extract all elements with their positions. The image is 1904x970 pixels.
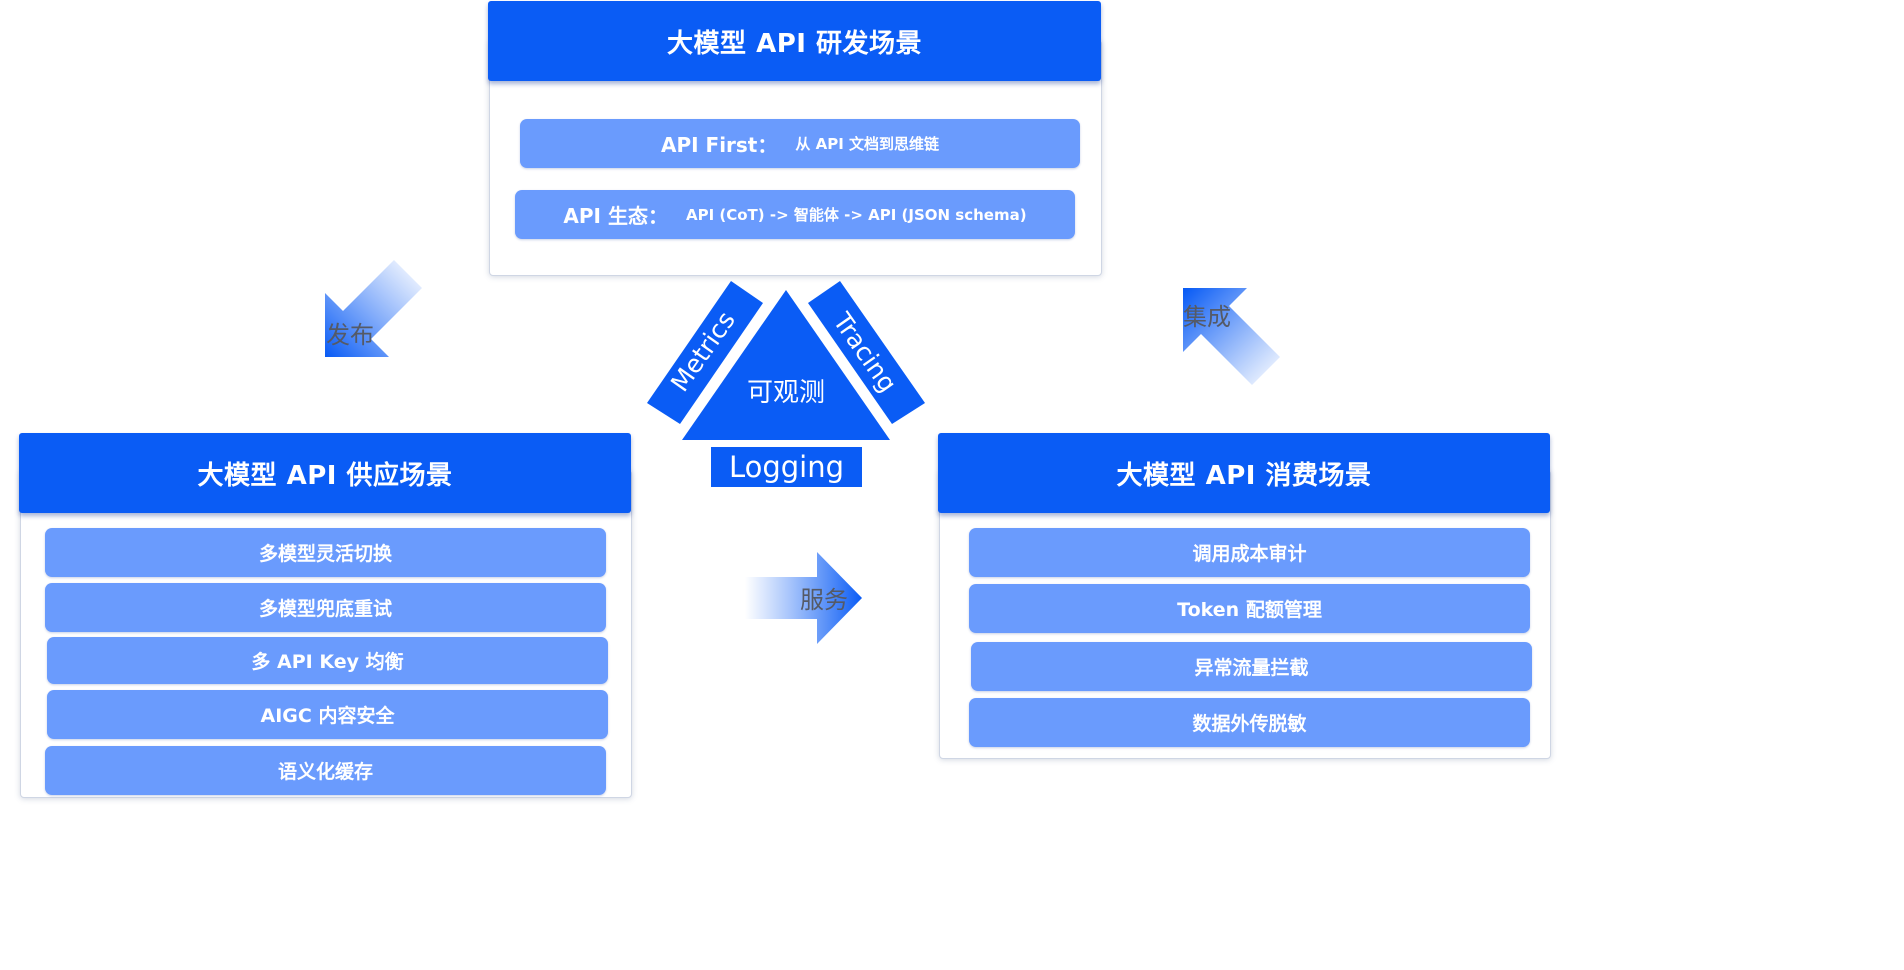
consume-item: 异常流量拦截 (971, 642, 1532, 691)
logging-bar: Logging (711, 447, 862, 487)
serve-arrow (745, 552, 862, 644)
serve-label: 服务 (800, 586, 848, 614)
supply-scenario-panel (20, 470, 632, 798)
publish-arrow (325, 260, 422, 357)
diagram-canvas: 发布 集成 服务 可观测 Metrics Tracing Logging 大模型… (19, 1, 1551, 798)
flow-arrows (325, 260, 1280, 644)
supply-item: AIGC 内容安全 (47, 690, 608, 739)
observability-triangle (682, 290, 890, 440)
tracing-band (808, 281, 925, 424)
observability-shapes (647, 281, 925, 440)
consume-item: 调用成本审计 (969, 528, 1530, 577)
supply-item: 多模型灵活切换 (45, 528, 606, 577)
integrate-label: 集成 (1183, 303, 1231, 331)
consume-item: Token 配额管理 (969, 584, 1530, 633)
api-ecosystem-lead: API 生态： (563, 204, 668, 228)
observability-center-label: 可观测 (747, 378, 826, 408)
supply-item: 多 API Key 均衡 (47, 637, 608, 684)
publish-label: 发布 (326, 321, 374, 349)
consume-scenario-title: 大模型 API 消费场景 (938, 433, 1550, 513)
api-ecosystem-detail: API (CoT) -> 智能体 -> API (JSON schema) (685, 206, 1027, 224)
api-ecosystem-row: API 生态： API (CoT) -> 智能体 -> API (JSON sc… (515, 190, 1075, 239)
supply-scenario-title: 大模型 API 供应场景 (19, 433, 631, 513)
supply-item: 多模型兜底重试 (45, 583, 606, 632)
api-first-row: API First： 从 API 文档到思维链 (520, 119, 1080, 168)
metrics-band (647, 281, 763, 424)
api-first-detail: 从 API 文档到思维链 (795, 135, 940, 153)
dev-scenario-title: 大模型 API 研发场景 (488, 1, 1101, 81)
supply-item: 语义化缓存 (45, 746, 606, 795)
consume-item: 数据外传脱敏 (969, 698, 1530, 747)
api-first-lead: API First： (660, 133, 778, 157)
integrate-arrow (1183, 288, 1280, 385)
